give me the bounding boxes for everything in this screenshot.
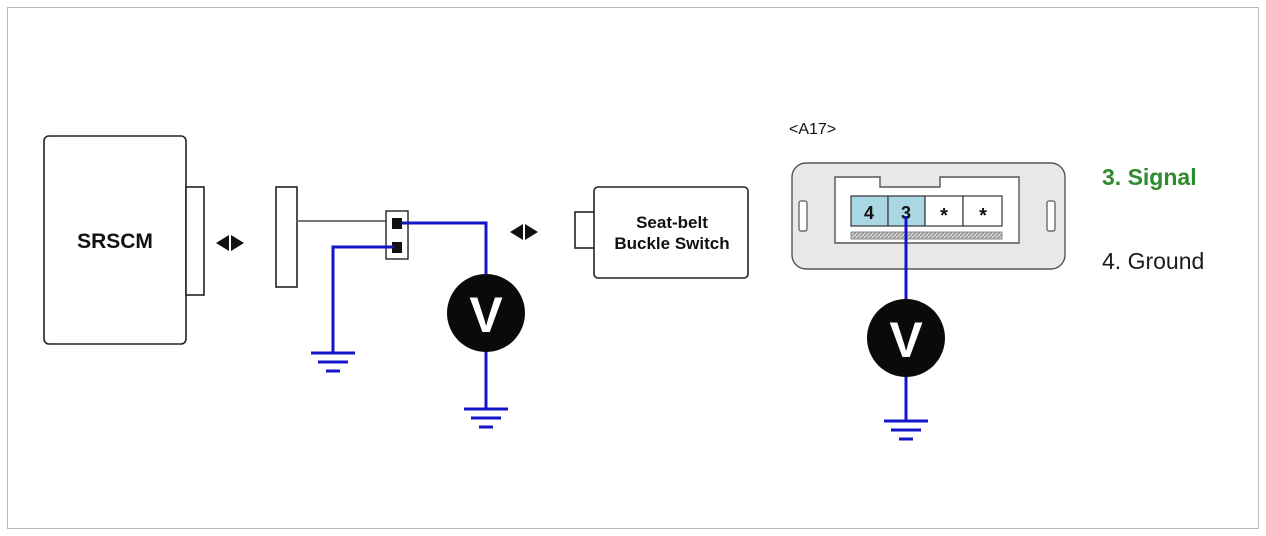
- bidirectional-arrow-icon: [216, 235, 244, 251]
- harness-connector: [385, 210, 409, 260]
- buckle-switch-label-line1: Seat-belt: [636, 213, 708, 232]
- diagram-frame: [7, 7, 1259, 529]
- pin-label: *: [979, 205, 987, 227]
- ground-icon: [311, 351, 355, 373]
- connector-a17: 4 3 * *: [791, 162, 1066, 270]
- pin-label: *: [940, 205, 948, 227]
- srscm-label: SRSCM: [77, 230, 153, 253]
- ground-icon: [464, 407, 508, 429]
- ground-icon: [884, 419, 928, 441]
- ground-wire: [331, 245, 394, 352]
- voltmeter-symbol: V: [889, 312, 923, 368]
- buckle-switch: Seat-belt Buckle Switch: [574, 186, 749, 279]
- connector-id: <A17>: [789, 121, 836, 138]
- voltmeter-symbol: V: [469, 287, 503, 343]
- legend-signal: 3. Signal: [1102, 164, 1197, 190]
- pin-label: 3: [901, 203, 911, 223]
- voltmeter-icon: V: [867, 299, 945, 377]
- pin-label: 4: [864, 203, 874, 223]
- buckle-switch-label-line2: Buckle Switch: [614, 234, 729, 253]
- signal-wire: [402, 221, 488, 278]
- bidirectional-arrow-icon: [510, 224, 538, 240]
- srscm-module: SRSCM: [43, 135, 205, 345]
- legend-ground: 4. Ground: [1102, 248, 1205, 274]
- voltmeter-icon: V: [447, 274, 525, 352]
- connector-plate: [275, 186, 298, 288]
